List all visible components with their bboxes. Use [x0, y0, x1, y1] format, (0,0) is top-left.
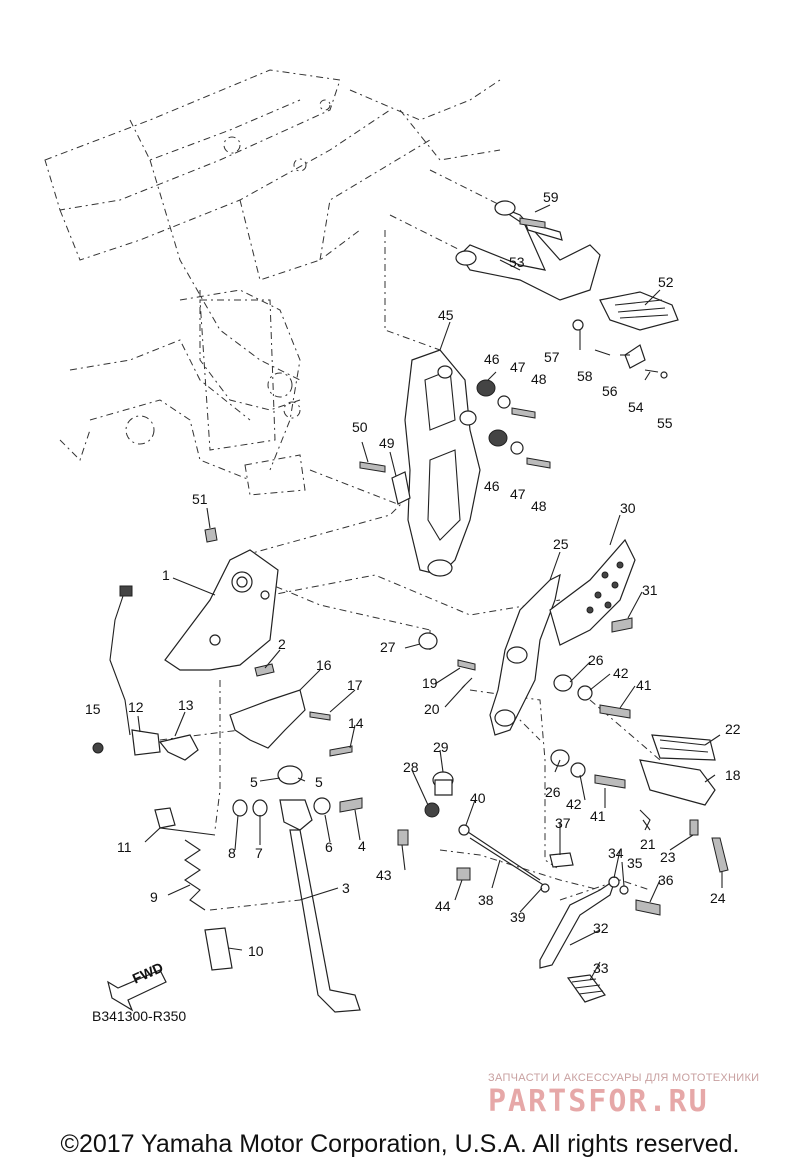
sidestand-switch — [92, 585, 199, 761]
part-label: 53 — [509, 254, 525, 270]
diagram-code: B341300-R350 — [92, 1008, 187, 1024]
part-label: 7 — [255, 845, 263, 861]
part-label: 5 — [250, 774, 258, 790]
part-label: 38 — [478, 892, 494, 908]
part-label: 41 — [590, 808, 606, 824]
part-label: 37 — [555, 815, 571, 831]
part-label: 42 — [613, 665, 629, 681]
part-label: 44 — [435, 898, 451, 914]
part-label: 13 — [178, 697, 194, 713]
part-label: 56 — [602, 383, 618, 399]
part-label: 36 — [658, 872, 674, 888]
part-label: 55 — [657, 415, 673, 431]
part-label: 23 — [660, 849, 676, 865]
part-label: 35 — [627, 855, 643, 871]
part-label: 50 — [352, 419, 368, 435]
watermark-logo: PARTSFOR.RU — [488, 1084, 709, 1119]
part-label: 48 — [531, 498, 547, 514]
part-label: 29 — [433, 739, 449, 755]
part-label: 41 — [636, 677, 652, 693]
part-label: 19 — [422, 675, 438, 691]
rider-bracket-right — [418, 538, 636, 736]
part-label: 1 — [162, 567, 170, 583]
part-label: 20 — [424, 701, 440, 717]
shift-linkage — [397, 771, 661, 1003]
part-label: 5 — [315, 774, 323, 790]
part-label: 21 — [640, 836, 656, 852]
part-label: 30 — [620, 500, 636, 516]
part-label: 46 — [484, 478, 500, 494]
part-label: 27 — [380, 639, 396, 655]
part-number-labels: 1 2 3 4 5 5 6 7 8 9 10 11 12 13 14 15 16… — [85, 189, 741, 976]
part-label: 10 — [248, 943, 264, 959]
part-label: 26 — [588, 652, 604, 668]
part-label: 28 — [403, 759, 419, 775]
part-label: 40 — [470, 790, 486, 806]
part-label: 24 — [710, 890, 726, 906]
part-label: 31 — [642, 582, 658, 598]
rider-footrest-parts — [550, 674, 729, 873]
watermark-tagline: ЗАПЧАСТИ И АКСЕССУАРЫ ДЛЯ МОТОТЕХНИКИ — [488, 1072, 760, 1084]
part-label: 8 — [228, 845, 236, 861]
part-label: 22 — [725, 721, 741, 737]
part-label: 2 — [278, 636, 286, 652]
part-label: 42 — [566, 796, 582, 812]
part-label: 59 — [543, 189, 559, 205]
part-label: 45 — [438, 307, 454, 323]
part-label: 47 — [510, 486, 526, 502]
part-label: 43 — [376, 867, 392, 883]
part-label: 34 — [608, 845, 624, 861]
part-label: 4 — [358, 838, 366, 854]
passenger-bracket — [404, 349, 481, 577]
part-label: 57 — [544, 349, 560, 365]
part-label: 33 — [593, 960, 609, 976]
part-label: 6 — [325, 839, 333, 855]
part-label: 26 — [545, 784, 561, 800]
part-label: 46 — [484, 351, 500, 367]
part-label: 11 — [117, 839, 132, 855]
part-label: 52 — [658, 274, 674, 290]
part-label: 58 — [577, 368, 593, 384]
alignment-lines — [159, 169, 661, 911]
bushing-set-upper — [359, 217, 551, 505]
part-label: 12 — [128, 699, 144, 715]
main-bracket — [164, 527, 279, 677]
part-label: 3 — [342, 880, 350, 896]
part-label: 17 — [347, 677, 363, 693]
part-label: 48 — [531, 371, 547, 387]
part-label: 39 — [510, 909, 526, 925]
sidestand-parts — [154, 689, 363, 1013]
copyright-notice: ©2017 Yamaha Motor Corporation, U.S.A. A… — [60, 1130, 740, 1158]
part-label: 18 — [725, 767, 741, 783]
label-leaders — [137, 204, 723, 981]
part-label: 54 — [628, 399, 644, 415]
part-label: 49 — [379, 435, 395, 451]
fwd-arrow-icon: FWD — [107, 959, 167, 1012]
part-label: 16 — [316, 657, 332, 673]
part-label: 32 — [593, 920, 609, 936]
frame-outline — [44, 69, 501, 496]
part-label: 47 — [510, 359, 526, 375]
part-label: 14 — [348, 715, 364, 731]
part-label: 15 — [85, 701, 101, 717]
part-label: 25 — [553, 536, 569, 552]
part-label: 9 — [150, 889, 158, 905]
part-label: 51 — [192, 491, 208, 507]
